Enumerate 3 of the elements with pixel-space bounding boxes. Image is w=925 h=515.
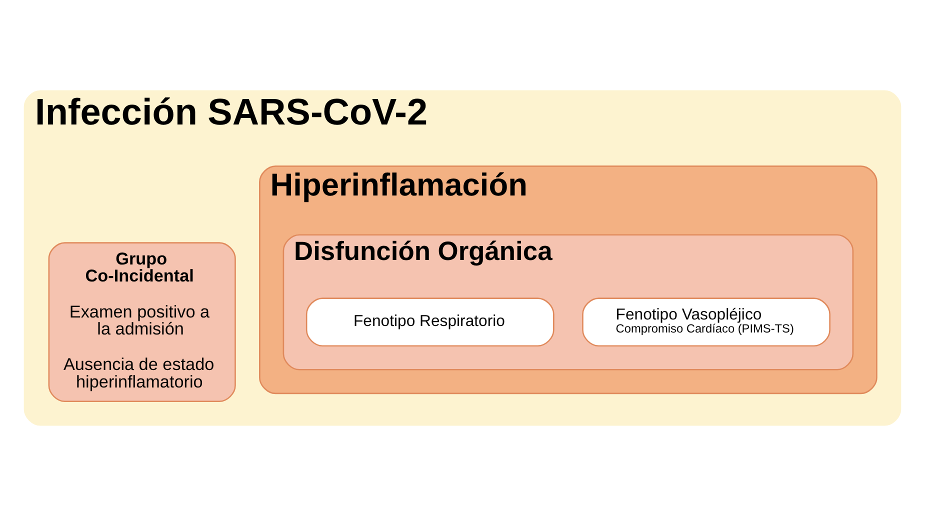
node-box: Fenotipo Vasopléjico Compromiso Cardíaco (PIMS-TS) — [582, 297, 830, 346]
node-box: Fenotipo Respiratorio — [306, 297, 554, 346]
node-box: Grupo Co-Incidental Examen positivo a la admisión Ausencia de estado hiperinflamatorio — [48, 242, 236, 402]
